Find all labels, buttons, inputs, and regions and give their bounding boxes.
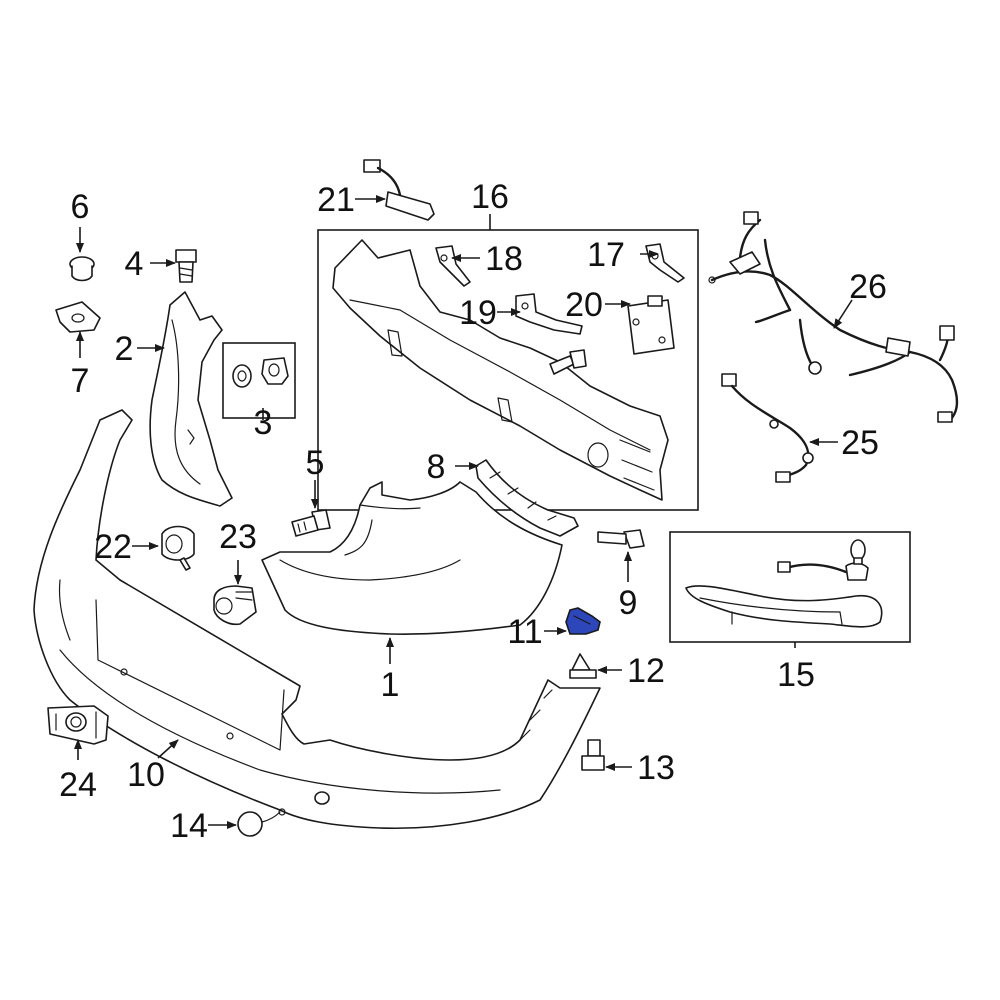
callout-22: 22 bbox=[94, 528, 132, 566]
callout-15: 15 bbox=[777, 656, 815, 694]
callout-26: 26 bbox=[849, 268, 887, 306]
part-plate-20[interactable] bbox=[627, 295, 675, 355]
group-box-3 bbox=[222, 342, 296, 419]
part-bracket-19[interactable] bbox=[515, 293, 583, 335]
part-reinforcement-beam[interactable] bbox=[332, 239, 669, 501]
callout-16: 16 bbox=[471, 178, 509, 216]
group-box-15 bbox=[669, 531, 911, 643]
part-bracket-18[interactable] bbox=[435, 245, 471, 287]
part-push-pin-12[interactable] bbox=[569, 653, 597, 679]
callout-4: 4 bbox=[125, 245, 144, 283]
part-nut-7[interactable] bbox=[55, 301, 101, 333]
part-bracket-17[interactable] bbox=[645, 243, 685, 283]
callout-5: 5 bbox=[306, 444, 325, 482]
callout-12: 12 bbox=[627, 652, 665, 690]
part-bolt-9[interactable] bbox=[597, 529, 645, 549]
part-guide-strip-8[interactable] bbox=[475, 459, 579, 537]
part-side-bracket-2[interactable] bbox=[149, 291, 233, 507]
callout-14: 14 bbox=[170, 807, 208, 845]
callout-2: 2 bbox=[115, 330, 134, 368]
callout-17: 17 bbox=[587, 236, 625, 274]
part-connector-21[interactable] bbox=[363, 159, 435, 221]
callout-11: 11 bbox=[507, 613, 542, 651]
callout-9: 9 bbox=[619, 584, 638, 622]
group-box-16 bbox=[317, 229, 699, 511]
part-bolt-13[interactable] bbox=[581, 739, 605, 771]
callout-7: 7 bbox=[71, 362, 90, 400]
callout-13: 13 bbox=[637, 749, 675, 787]
callout-19: 19 bbox=[459, 294, 497, 332]
callout-10: 10 bbox=[127, 756, 165, 794]
callout-20: 20 bbox=[565, 286, 603, 324]
callout-18: 18 bbox=[485, 240, 523, 278]
part-sensor-23[interactable] bbox=[213, 585, 257, 626]
part-bracket-11[interactable] bbox=[565, 607, 601, 635]
part-grommet-3[interactable] bbox=[232, 357, 289, 388]
part-bolt-4[interactable] bbox=[175, 249, 197, 283]
part-bumper-cover-1[interactable] bbox=[261, 481, 563, 635]
part-reflector-lamp[interactable] bbox=[685, 585, 883, 628]
part-bolt-16[interactable] bbox=[549, 349, 587, 375]
callout-24: 24 bbox=[59, 766, 97, 804]
part-clip-6[interactable] bbox=[69, 256, 95, 282]
callout-25: 25 bbox=[841, 424, 879, 462]
part-sensor-bracket-24[interactable] bbox=[47, 705, 109, 745]
part-grommet-14[interactable] bbox=[237, 808, 286, 837]
part-wiring-harness-26[interactable] bbox=[708, 211, 959, 423]
callout-6: 6 bbox=[71, 188, 90, 226]
callout-21: 21 bbox=[317, 181, 355, 219]
part-bolt-5[interactable] bbox=[291, 509, 331, 537]
part-lamp-socket-bulb[interactable] bbox=[777, 539, 869, 581]
callout-23: 23 bbox=[219, 518, 257, 556]
part-wiring-harness-25[interactable] bbox=[721, 373, 814, 483]
part-sensor-22[interactable] bbox=[161, 525, 195, 571]
callout-3: 3 bbox=[254, 404, 273, 442]
callout-1: 1 bbox=[381, 666, 400, 704]
callout-8: 8 bbox=[427, 448, 446, 486]
part-lower-bumper-10[interactable] bbox=[33, 409, 601, 830]
